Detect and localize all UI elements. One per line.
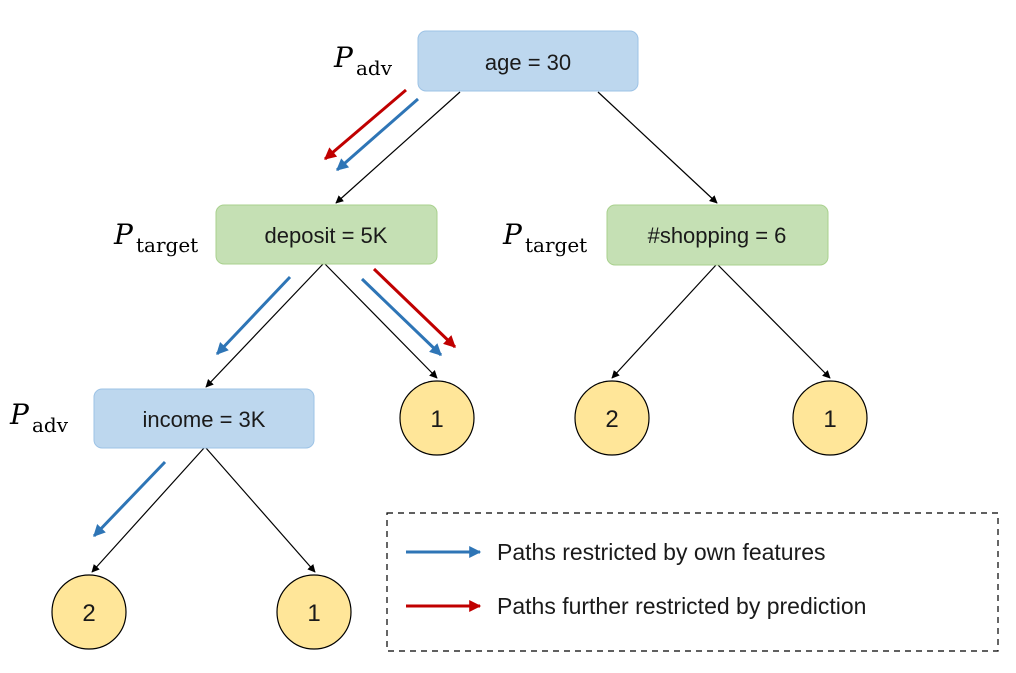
legend-blue-label: Paths restricted by own features <box>497 539 826 565</box>
leaf-value: 1 <box>823 406 836 433</box>
leaf-value: 2 <box>605 406 618 433</box>
edge-deposit-leaf <box>324 263 438 379</box>
legend: Paths restricted by own features Paths f… <box>386 512 999 652</box>
party-label-deposit: P target <box>113 218 198 257</box>
node-root: age = 30 <box>417 30 639 92</box>
party-sub: target <box>525 233 587 257</box>
blue-path-arrow-deposit-left <box>215 275 292 356</box>
leaf-shopping-right: 1 <box>792 380 868 456</box>
party-main: P <box>502 218 523 251</box>
party-label-income: P adv <box>9 398 69 437</box>
node-root-label: age = 30 <box>485 50 571 75</box>
node-income-label: income = 3K <box>143 407 266 432</box>
leaf-value: 1 <box>430 406 443 433</box>
leaf-value: 2 <box>82 600 95 627</box>
node-deposit-label: deposit = 5K <box>265 223 388 248</box>
party-main: P <box>333 41 354 74</box>
leaf-income-right: 1 <box>276 574 352 650</box>
legend-box <box>386 512 999 652</box>
node-income: income = 3K <box>93 388 315 449</box>
node-deposit: deposit = 5K <box>215 204 438 265</box>
blue-path-arrow-deposit-right <box>360 277 443 357</box>
leaf-income-left: 2 <box>51 574 127 650</box>
blue-path-arrow-root <box>336 97 419 172</box>
edge-shopping-leaf-right <box>717 264 831 379</box>
party-sub: adv <box>356 56 393 80</box>
leaf-deposit-right: 1 <box>399 380 475 456</box>
party-main: P <box>113 218 134 251</box>
node-shopping: #shopping = 6 <box>606 204 829 266</box>
red-path-arrow-root <box>324 88 407 161</box>
party-sub: target <box>136 233 198 257</box>
red-path-arrow-deposit-right <box>372 267 457 349</box>
node-shopping-label: #shopping = 6 <box>648 223 787 248</box>
leaf-shopping-left: 2 <box>574 380 650 456</box>
party-main: P <box>9 398 30 431</box>
edge-shopping-leaf-left <box>611 264 717 379</box>
party-sub: adv <box>32 413 69 437</box>
legend-red-label: Paths further restricted by prediction <box>497 593 866 619</box>
edge-root-deposit <box>335 91 461 204</box>
edge-deposit-income <box>205 263 324 388</box>
edge-root-shopping <box>597 91 718 204</box>
leaf-value: 1 <box>307 600 320 627</box>
party-label-root: P adv <box>333 41 393 80</box>
edge-income-leaf-right <box>205 447 316 573</box>
party-label-shopping: P target <box>502 218 587 257</box>
edge-income-leaf-left <box>91 447 205 573</box>
blue-path-arrow-income-left <box>92 460 167 538</box>
